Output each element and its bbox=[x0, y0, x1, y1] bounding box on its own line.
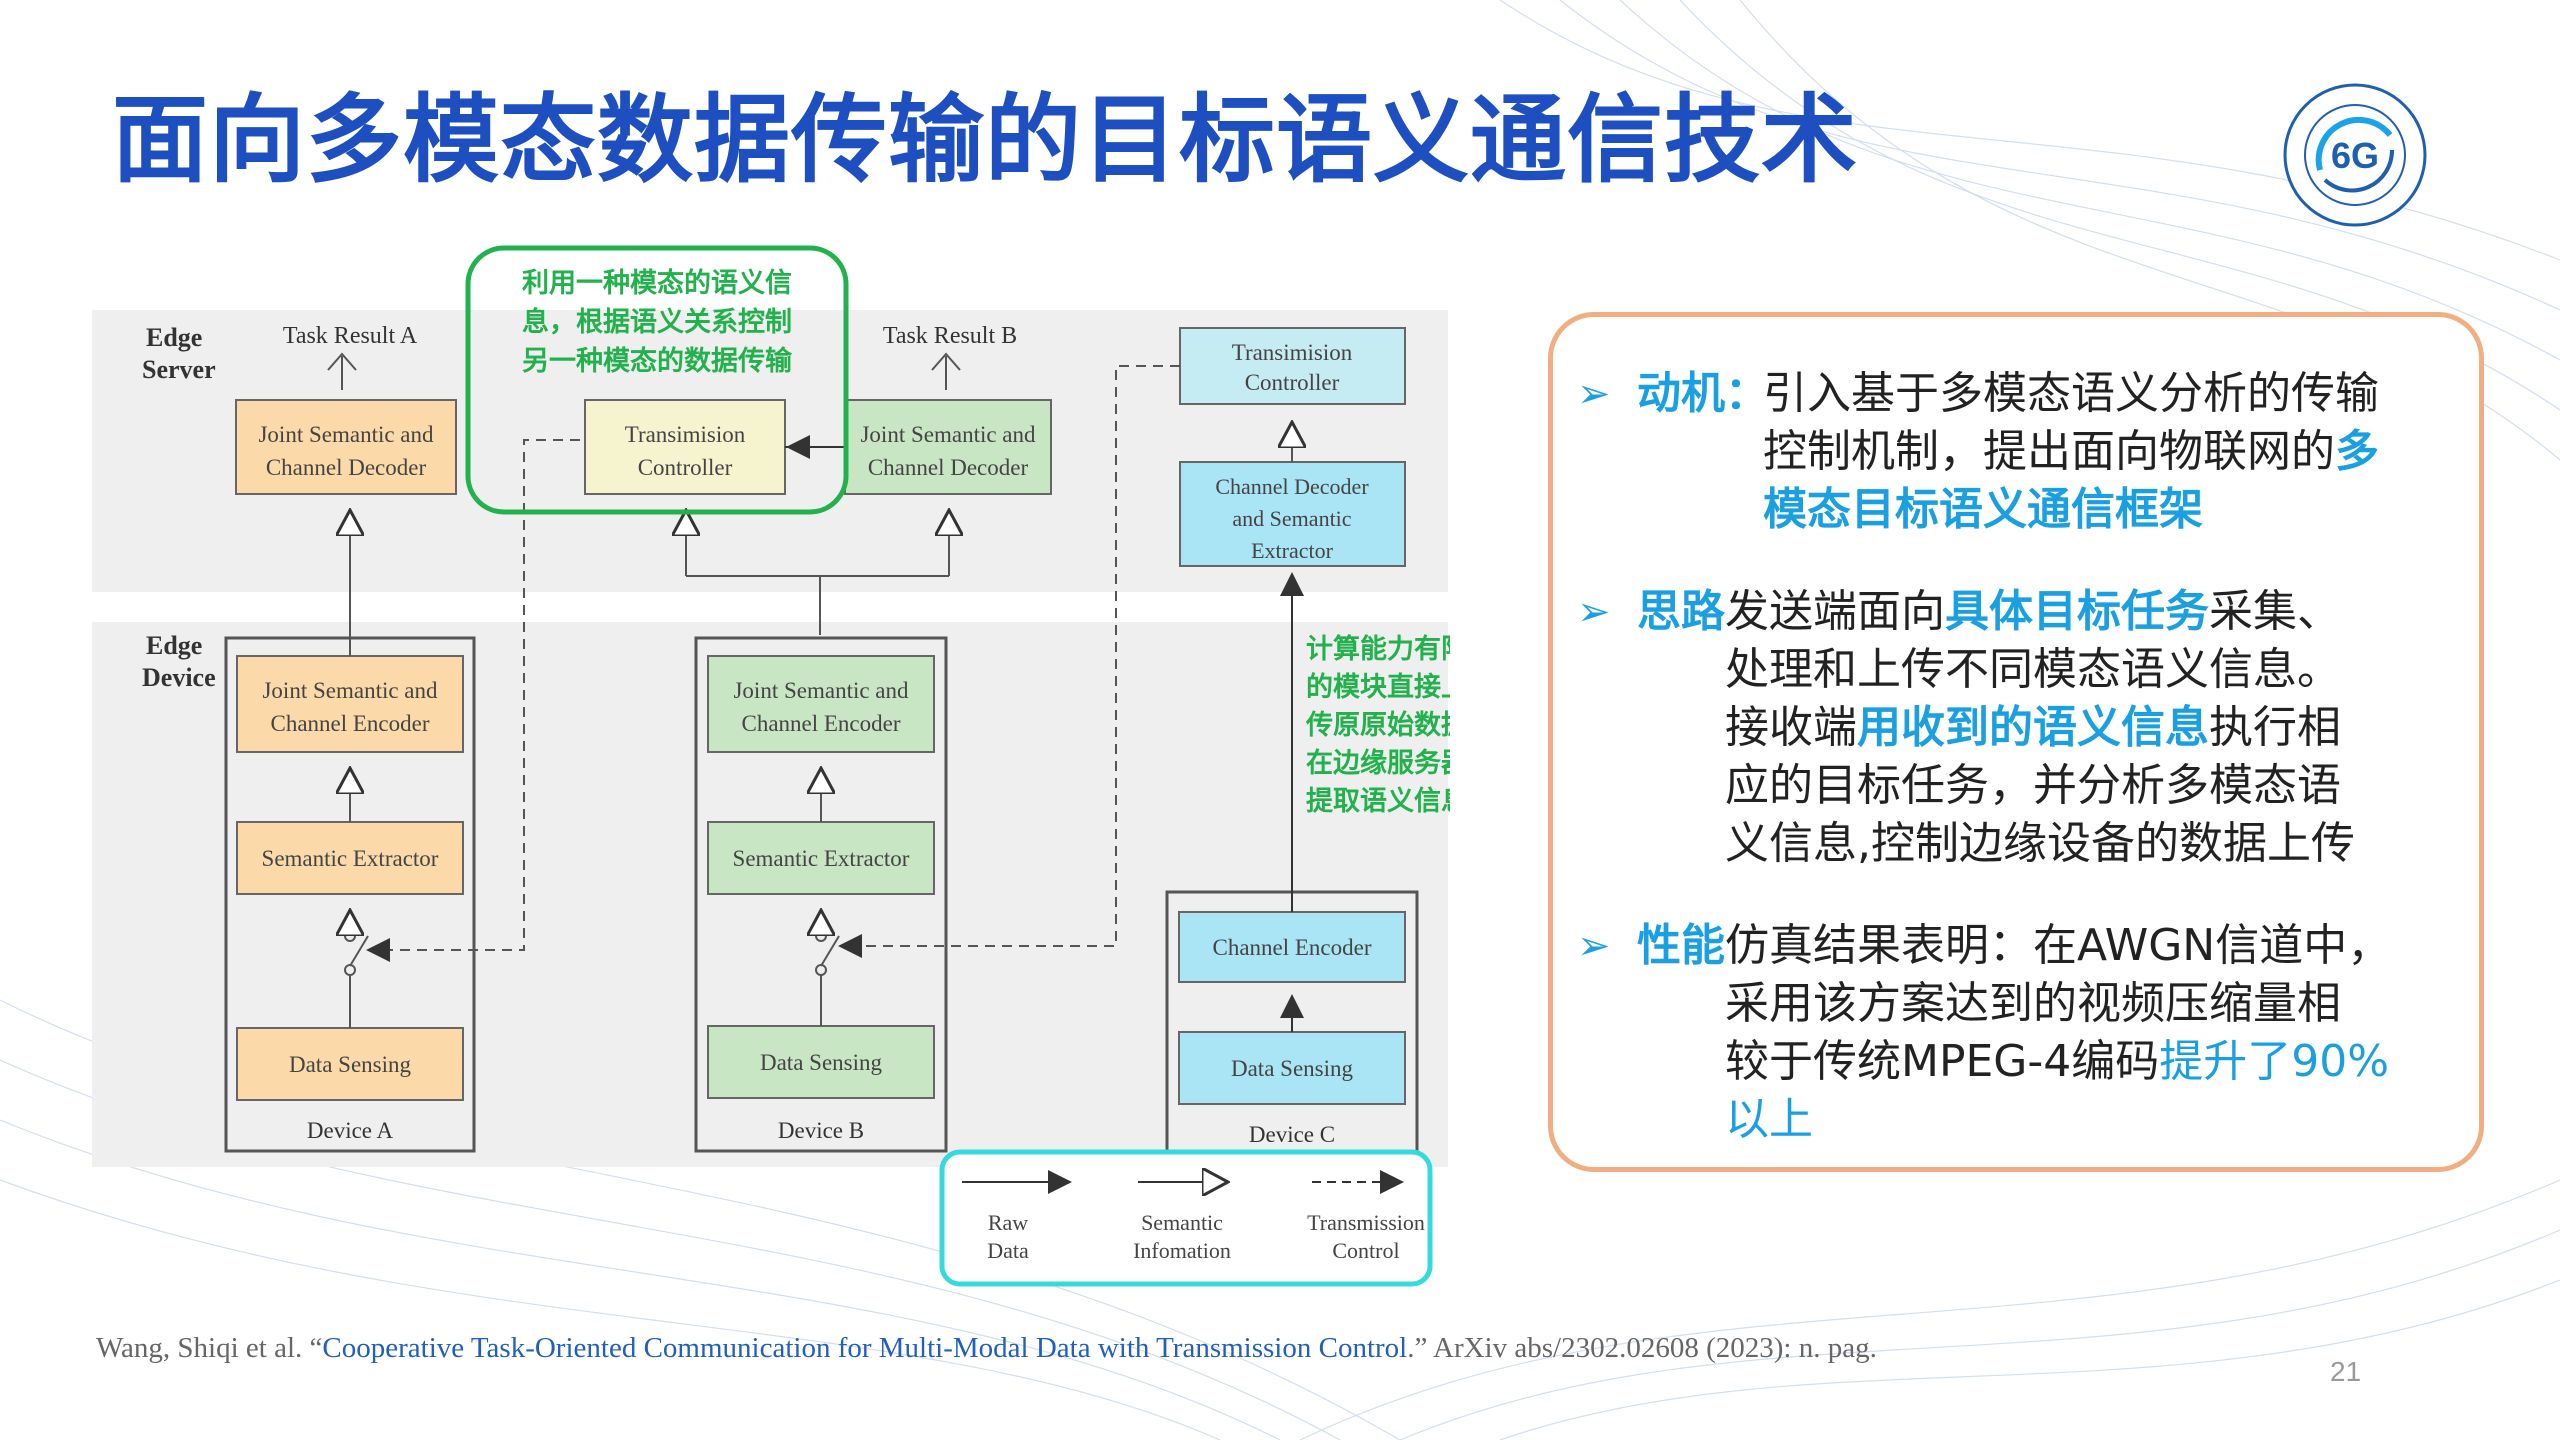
task-result-a: Task Result A bbox=[283, 323, 418, 349]
edge-server-label-2: Server bbox=[142, 355, 216, 384]
bullet-approach: ➢ 思路 发送端面向具体目标任务采集、 处理和上传不同模态语义信息。 接收端用收… bbox=[1577, 583, 2457, 883]
bullet-performance: ➢ 性能 仿真结果表明：在AWGN信道中， 采用该方案达到的视频压缩量相 较于传… bbox=[1577, 917, 2457, 1157]
performance-line-4: 以上 bbox=[1725, 1094, 1813, 1145]
approach-line-3c: 执行相 bbox=[2209, 702, 2341, 753]
svg-text:Data Sensing: Data Sensing bbox=[289, 1052, 412, 1077]
svg-text:Extractor: Extractor bbox=[1251, 538, 1334, 563]
bullet-arrow-icon: ➢ bbox=[1577, 589, 1611, 635]
approach-line-1a: 发送端面向 bbox=[1725, 586, 1945, 637]
svg-text:Semantic Extractor: Semantic Extractor bbox=[262, 846, 439, 871]
annotation-top-line-2: 息，根据语义关系控制 bbox=[522, 306, 792, 337]
performance-label: 性能 bbox=[1637, 920, 1725, 971]
annotation-top-line-3: 另一种模态的数据传输 bbox=[522, 345, 793, 376]
annotation-right-line-1: 计算能力有限 bbox=[1306, 633, 1450, 664]
approach-line-1b: 具体目标任务 bbox=[1945, 586, 2209, 637]
approach-label: 思路 bbox=[1637, 586, 1725, 637]
slide-title: 面向多模态数据传输的目标语义通信技术 bbox=[112, 84, 1858, 196]
edge-device-label-2: Device bbox=[142, 663, 216, 692]
edge-server-label-1: Edge bbox=[146, 323, 202, 352]
page-number: 21 bbox=[2330, 1356, 2362, 1387]
architecture-diagram: Edge Server Edge Device Task Result A Ta… bbox=[92, 245, 1450, 1287]
performance-line-3a: 较于传统MPEG-4编码 bbox=[1725, 1036, 2160, 1087]
svg-text:Channel Encoder: Channel Encoder bbox=[1212, 935, 1371, 960]
svg-text:Joint Semantic and: Joint Semantic and bbox=[262, 678, 438, 703]
approach-line-3b: 用收到的语义信息 bbox=[1857, 702, 2209, 753]
annotation-right-line-2: 的模块直接上 bbox=[1306, 671, 1450, 702]
bullet-motivation: ➢ 动机： 引入基于多模态语义分析的传输 控制机制，提出面向物联网的多 模态目标… bbox=[1577, 365, 2457, 545]
approach-line-3a: 接收端 bbox=[1725, 702, 1857, 753]
device-a-encoder-block: Joint Semantic and Channel Encoder bbox=[236, 655, 464, 753]
svg-text:Transimision: Transimision bbox=[1232, 340, 1353, 365]
citation-title-link[interactable]: Cooperative Task-Oriented Communication … bbox=[322, 1332, 1408, 1364]
joint-decoder-b-block: Joint Semantic and Channel Decoder bbox=[844, 399, 1052, 495]
logo-badge: 6G bbox=[2331, 135, 2379, 176]
device-b-encoder-block: Joint Semantic and Channel Encoder bbox=[707, 655, 935, 753]
svg-text:Data Sensing: Data Sensing bbox=[1231, 1056, 1354, 1081]
motivation-line-2-highlight: 多 bbox=[2335, 426, 2379, 477]
performance-line-1: 仿真结果表明：在AWGN信道中， bbox=[1725, 920, 2392, 971]
svg-text:Channel Encoder: Channel Encoder bbox=[270, 711, 429, 736]
citation: Wang, Shiqi et al. “Cooperative Task-Ori… bbox=[96, 1332, 1877, 1365]
device-b-sensing-block: Data Sensing bbox=[707, 1025, 935, 1099]
svg-text:Channel Decoder: Channel Decoder bbox=[266, 455, 427, 480]
task-result-b-arrow bbox=[931, 352, 961, 390]
annotation-right-line-3: 传原原始数据， bbox=[1305, 709, 1450, 740]
svg-text:Channel Decoder: Channel Decoder bbox=[1215, 474, 1369, 499]
svg-text:Joint Semantic and: Joint Semantic and bbox=[733, 678, 909, 703]
performance-line-3b: 提升了90% bbox=[2159, 1036, 2390, 1087]
svg-text:Channel Decoder: Channel Decoder bbox=[868, 455, 1029, 480]
annotation-top-frame bbox=[465, 245, 849, 515]
summary-callout: ➢ 动机： 引入基于多模态语义分析的传输 控制机制，提出面向物联网的多 模态目标… bbox=[1548, 312, 2484, 1172]
transmission-controller-c-block: Transimision Controller bbox=[1179, 327, 1406, 405]
device-a-name: Device A bbox=[307, 1118, 394, 1143]
annotation-right-line-4: 在边缘服务器 bbox=[1306, 748, 1450, 778]
annotation-top-line-1: 利用一种模态的语义信 bbox=[522, 267, 792, 298]
device-c-encoder-block: Channel Encoder bbox=[1178, 911, 1406, 983]
svg-text:Semantic Extractor: Semantic Extractor bbox=[733, 846, 910, 871]
svg-text:Controller: Controller bbox=[638, 455, 733, 480]
legend-control-1: Transmission bbox=[1307, 1210, 1425, 1235]
imt2030-logo: 6G bbox=[2283, 83, 2427, 227]
device-a-sensing-block: Data Sensing bbox=[236, 1027, 464, 1101]
svg-text:Transimision: Transimision bbox=[625, 422, 746, 447]
citation-rest: .” ArXiv abs/2302.02608 (2023): n. pag. bbox=[1407, 1332, 1877, 1364]
device-c-sensing-block: Data Sensing bbox=[1178, 1031, 1406, 1105]
transmission-controller-block: Transimision Controller bbox=[584, 399, 786, 495]
motivation-line-2: 控制机制，提出面向物联网的 bbox=[1763, 426, 2335, 477]
legend-semantic-2: Infomation bbox=[1133, 1238, 1231, 1263]
legend: Raw Data Semantic Infomation Transmissio… bbox=[939, 1149, 1433, 1287]
legend-semantic-1: Semantic bbox=[1141, 1210, 1223, 1235]
svg-text:Joint Semantic and: Joint Semantic and bbox=[258, 422, 434, 447]
device-b-name: Device B bbox=[778, 1118, 864, 1143]
device-b-frame bbox=[694, 636, 948, 1153]
approach-line-2: 处理和上传不同模态语义信息。 bbox=[1725, 644, 2341, 695]
device-b-extractor-block: Semantic Extractor bbox=[707, 821, 935, 895]
svg-text:Controller: Controller bbox=[1245, 370, 1340, 395]
citation-authors: Wang, Shiqi et al. “ bbox=[96, 1332, 323, 1364]
svg-text:Data Sensing: Data Sensing bbox=[760, 1050, 883, 1075]
task-result-b: Task Result B bbox=[883, 323, 1017, 349]
motivation-label: 动机： bbox=[1637, 368, 1769, 419]
task-result-a-arrow bbox=[327, 352, 357, 390]
svg-text:Channel Encoder: Channel Encoder bbox=[741, 711, 900, 736]
channel-decoder-c-block: Channel Decoder and Semantic Extractor bbox=[1179, 461, 1406, 567]
bullet-arrow-icon: ➢ bbox=[1577, 371, 1611, 417]
edge-device-label-1: Edge bbox=[146, 631, 202, 660]
performance-line-2: 采用该方案达到的视频压缩量相 bbox=[1725, 978, 2341, 1029]
bullet-arrow-icon: ➢ bbox=[1577, 923, 1611, 969]
approach-line-5: 义信息,控制边缘设备的数据上传 bbox=[1725, 818, 2355, 869]
motivation-line-3: 模态目标语义通信框架 bbox=[1763, 484, 2203, 535]
motivation-line-1: 引入基于多模态语义分析的传输 bbox=[1763, 368, 2379, 419]
svg-text:Joint Semantic and: Joint Semantic and bbox=[860, 422, 1036, 447]
approach-line-1c: 采集、 bbox=[2209, 586, 2341, 637]
device-a-extractor-block: Semantic Extractor bbox=[236, 821, 464, 895]
approach-line-4: 应的目标任务，并分析多模态语 bbox=[1725, 760, 2341, 811]
svg-text:and Semantic: and Semantic bbox=[1232, 506, 1351, 531]
joint-decoder-a-block: Joint Semantic and Channel Decoder bbox=[235, 399, 457, 495]
annotation-right-line-5: 提取语义信息 bbox=[1306, 785, 1450, 816]
legend-control-2: Control bbox=[1332, 1238, 1399, 1263]
legend-raw-1: Raw bbox=[988, 1210, 1028, 1235]
device-c-name: Device C bbox=[1249, 1122, 1335, 1147]
legend-raw-2: Data bbox=[987, 1238, 1029, 1263]
